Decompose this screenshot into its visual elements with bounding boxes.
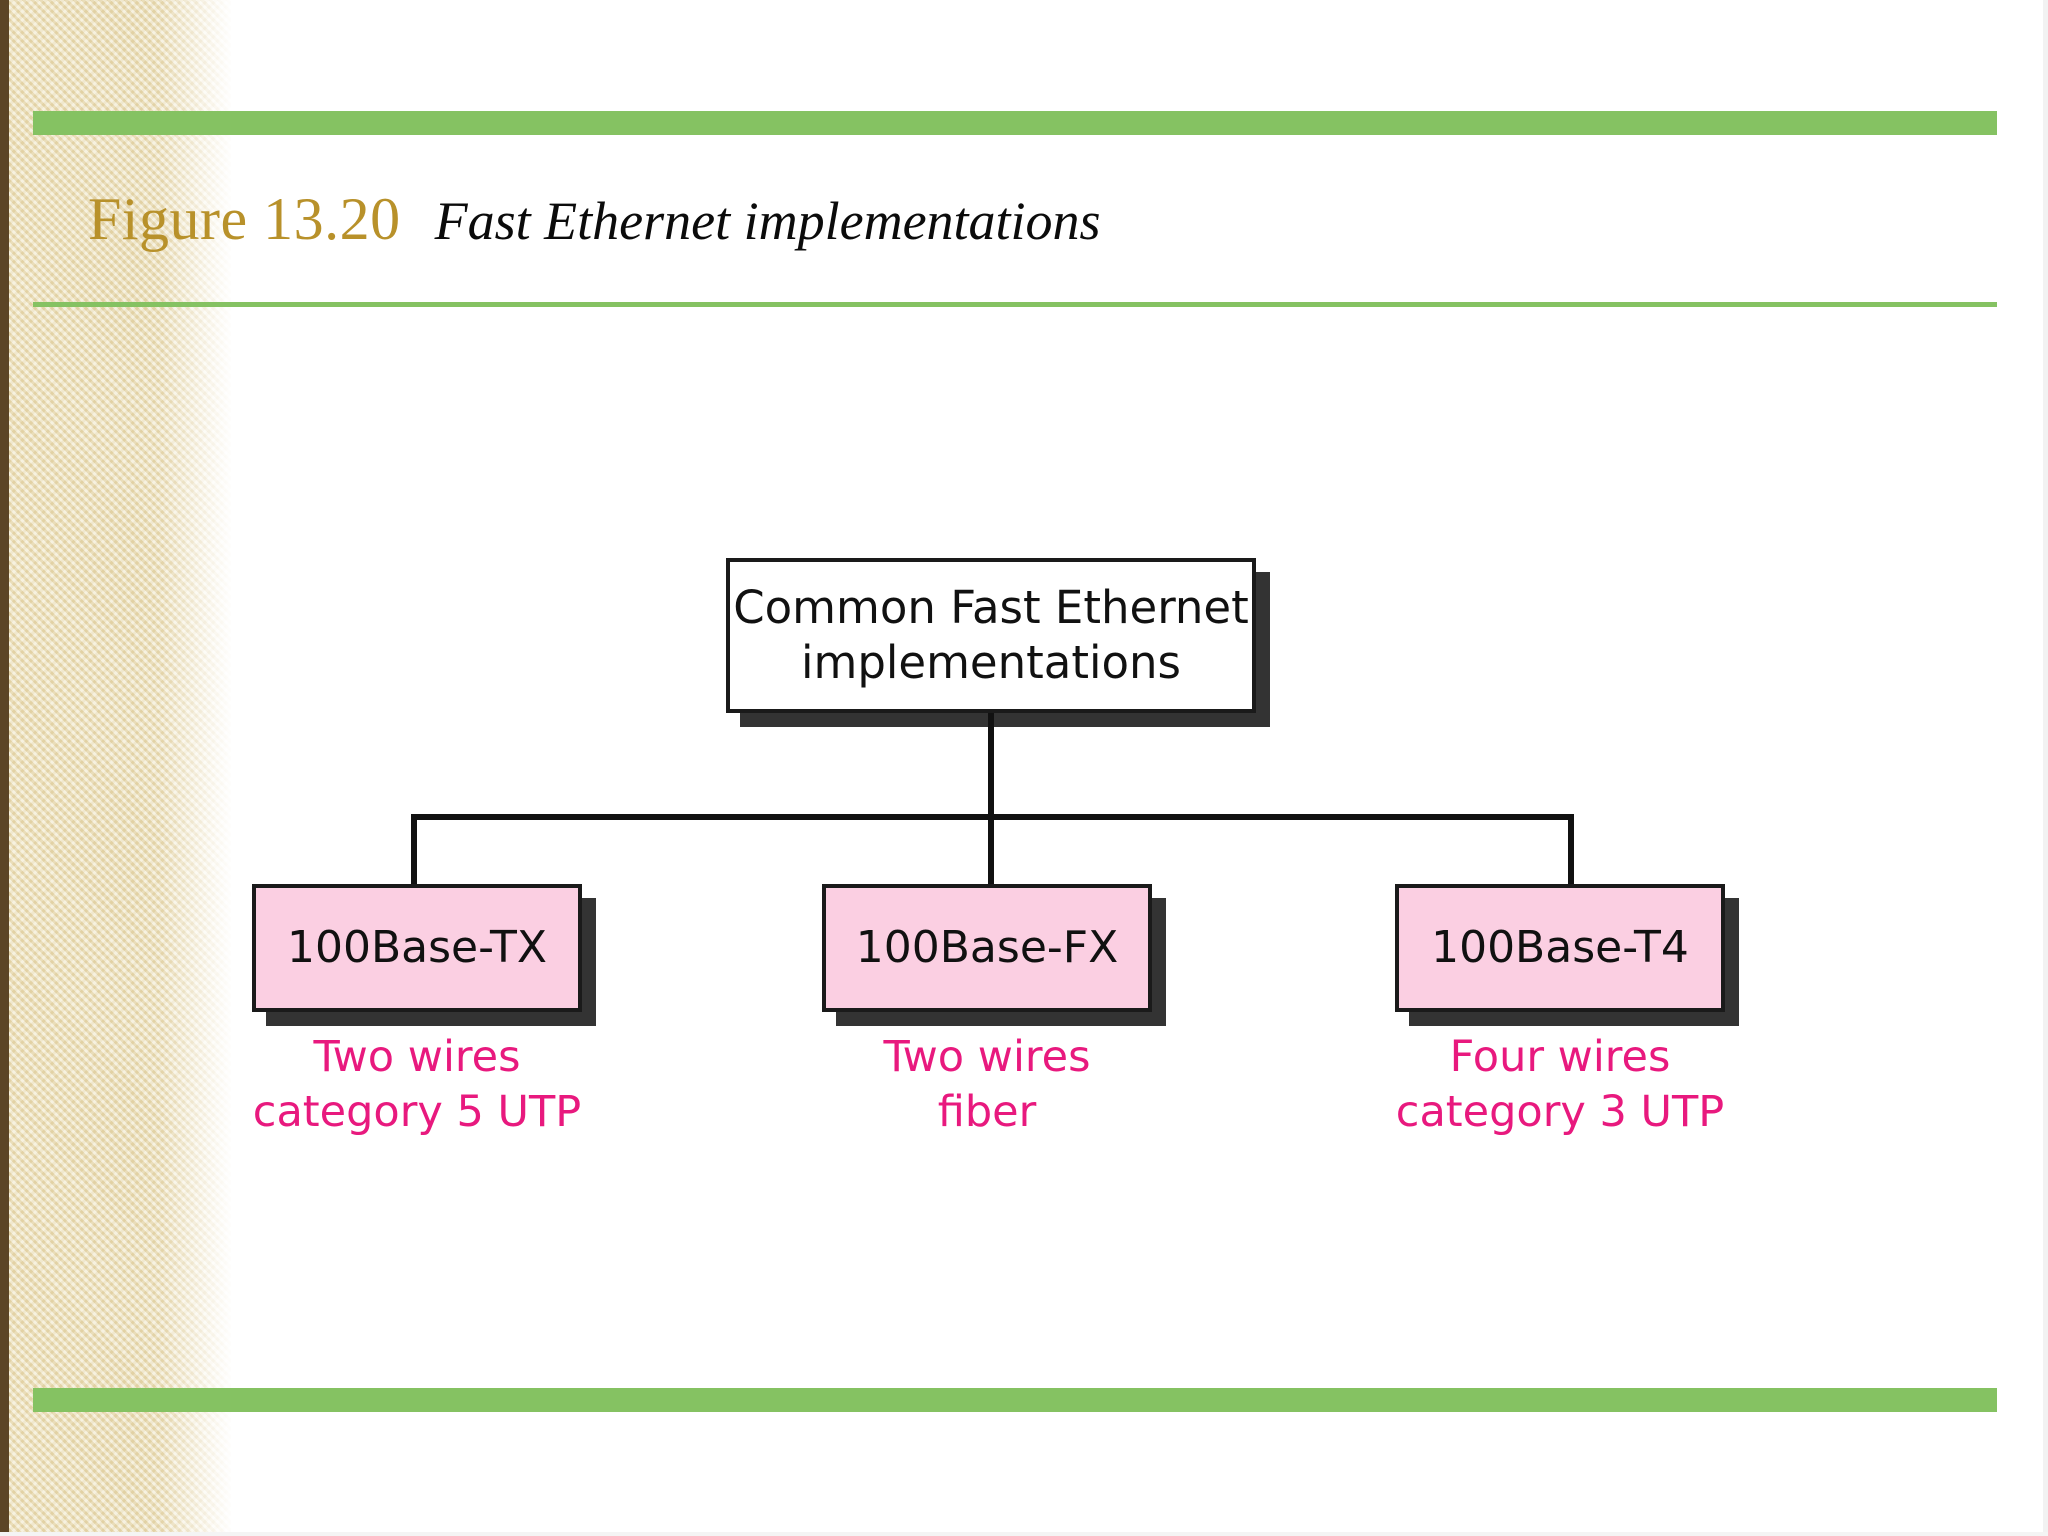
connector-root-vertical bbox=[988, 713, 994, 819]
leaf-node-100base-t4[interactable]: 100Base-T4 bbox=[1395, 884, 1725, 1012]
connector-branch-1-vertical bbox=[411, 814, 417, 888]
figure-number: Figure 13.20 bbox=[88, 186, 401, 252]
leaf-caption-100base-t4: Four wires category 3 UTP bbox=[1395, 1032, 1725, 1138]
figure-caption: Fast Ethernet implementations bbox=[434, 191, 1101, 251]
leaf-node-100base-fx[interactable]: 100Base-FX bbox=[822, 884, 1152, 1012]
root-node-common-fast-ethernet[interactable]: Common Fast Ethernet implementations bbox=[726, 558, 1256, 713]
green-rule-divider bbox=[33, 302, 1997, 307]
connector-branch-2-vertical bbox=[988, 814, 994, 888]
green-rule-bottom bbox=[33, 1388, 1997, 1412]
leaf-caption-100base-fx: Two wires fiber bbox=[883, 1032, 1091, 1138]
connector-branch-3-vertical bbox=[1568, 814, 1574, 888]
green-rule-top bbox=[33, 111, 1997, 135]
left-accent-strip bbox=[0, 0, 9, 1536]
leaf-caption-100base-tx: Two wires category 5 UTP bbox=[252, 1032, 582, 1138]
right-edge-hairline bbox=[2043, 0, 2048, 1536]
bottom-edge-hairline bbox=[0, 1532, 2048, 1536]
leaf-node-100base-tx[interactable]: 100Base-TX bbox=[252, 884, 582, 1012]
figure-title-row: Figure 13.20 Fast Ethernet implementatio… bbox=[88, 185, 1101, 261]
